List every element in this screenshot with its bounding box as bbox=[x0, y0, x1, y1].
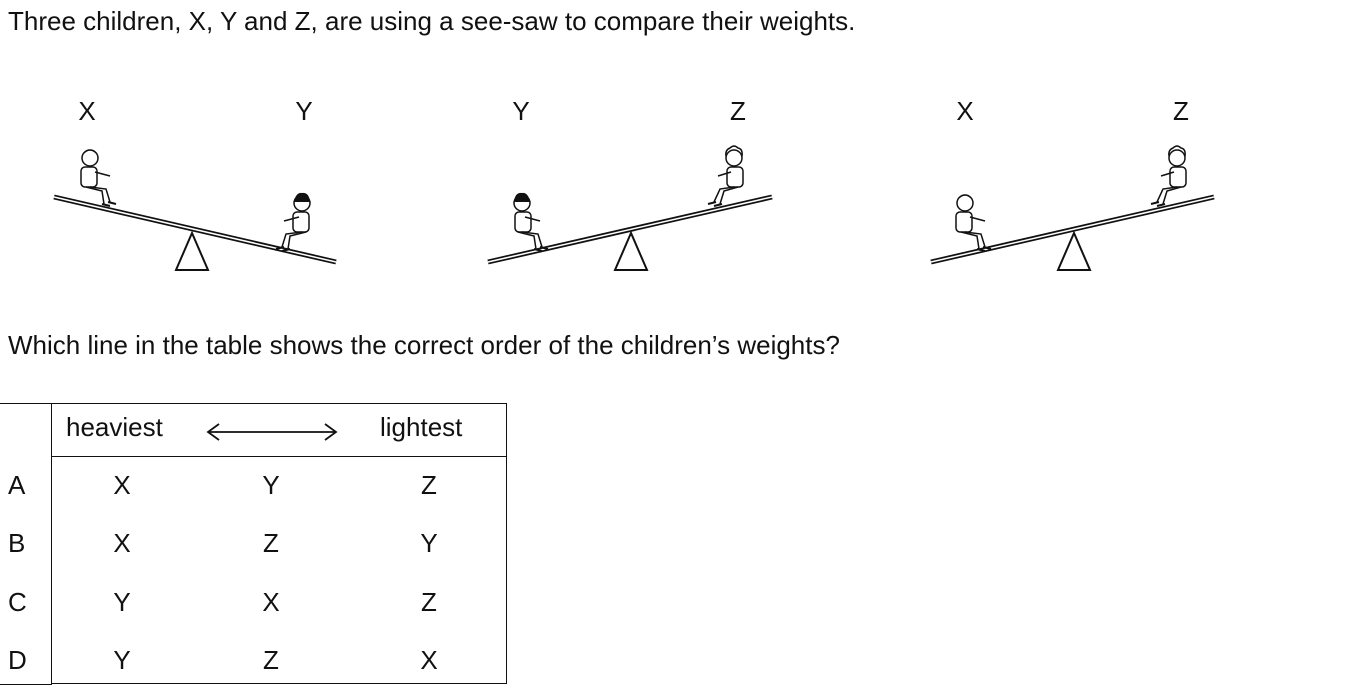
row-b-middle: Z bbox=[263, 528, 279, 558]
question-text: Three children, X, Y and Z, are using a … bbox=[8, 6, 856, 36]
row-a-middle: Y bbox=[262, 470, 280, 500]
row-c-heaviest: Y bbox=[113, 587, 131, 617]
seesaw-1-left-label: X bbox=[78, 96, 96, 126]
double-arrow-icon bbox=[206, 423, 338, 441]
seesaw-3-right-label: Z bbox=[1173, 96, 1189, 126]
row-c-lightest: Z bbox=[421, 587, 437, 617]
seesaw-2-right-label: Z bbox=[730, 96, 746, 126]
seesaw-3-left-label: X bbox=[956, 96, 974, 126]
seesaw-1 bbox=[53, 149, 337, 271]
seesaw-illustrations bbox=[53, 145, 1215, 271]
seesaw-1-right-label: Y bbox=[295, 96, 313, 126]
answer-table bbox=[51, 403, 507, 684]
prompt-text: Which line in the table shows the correc… bbox=[8, 330, 840, 360]
row-c-middle: X bbox=[262, 587, 280, 617]
row-letter-b[interactable]: B bbox=[8, 528, 26, 558]
seesaw-2 bbox=[487, 145, 773, 271]
row-a-heaviest: X bbox=[113, 470, 131, 500]
header-lightest: lightest bbox=[380, 412, 463, 442]
row-d-heaviest: Y bbox=[113, 645, 131, 675]
row-b-lightest: Y bbox=[420, 528, 438, 558]
row-b-heaviest: X bbox=[113, 528, 131, 558]
row-letter-c[interactable]: C bbox=[8, 587, 27, 617]
row-letter-a[interactable]: A bbox=[8, 470, 26, 500]
table-bottom-border bbox=[0, 684, 52, 685]
seesaw-3 bbox=[930, 145, 1215, 271]
row-d-middle: Z bbox=[263, 645, 279, 675]
row-a-lightest: Z bbox=[421, 470, 437, 500]
table-top-border bbox=[0, 403, 52, 404]
header-heaviest: heaviest bbox=[66, 412, 163, 442]
row-letter-d[interactable]: D bbox=[8, 645, 27, 675]
table-header-divider bbox=[51, 456, 507, 457]
seesaw-2-left-label: Y bbox=[512, 96, 530, 126]
row-d-lightest: X bbox=[420, 645, 438, 675]
